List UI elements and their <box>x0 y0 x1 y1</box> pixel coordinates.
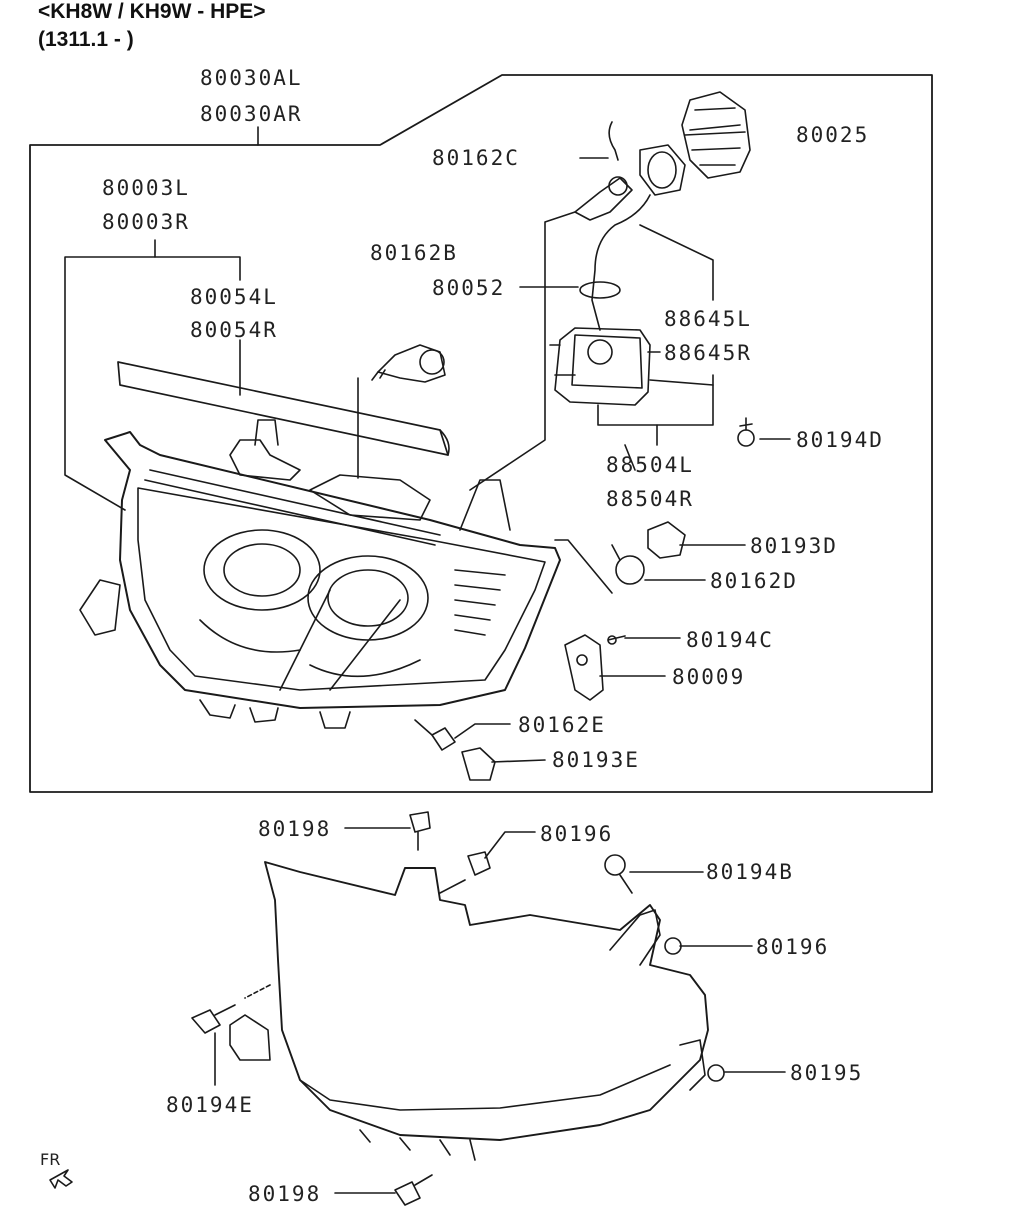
label-80194D: 80194D <box>796 428 884 452</box>
leader-80003 <box>64 239 156 511</box>
label-80162C: 80162C <box>432 146 520 170</box>
igniter-assembly <box>574 91 751 331</box>
clip-icon <box>554 521 686 594</box>
model-header: <KH8W / KH9W - HPE> <box>38 0 266 23</box>
label-80198-top: 80198 <box>258 817 332 841</box>
arrow-icon <box>49 1169 73 1189</box>
bolt-icon <box>737 417 755 447</box>
label-80054R: 80054R <box>190 318 278 342</box>
nut-icon <box>467 851 491 876</box>
leader-88645 <box>639 224 714 301</box>
bolt-icon <box>191 1004 236 1034</box>
label-80196-right: 80196 <box>756 935 830 959</box>
label-80194C: 80194C <box>686 628 774 652</box>
label-80003R: 80003R <box>102 210 190 234</box>
bolt-icon <box>394 1174 433 1206</box>
grommet <box>579 281 621 299</box>
headlamp-rear-view <box>229 861 709 1161</box>
label-80009: 80009 <box>672 665 746 689</box>
label-80052: 80052 <box>432 276 506 300</box>
label-80162E: 80162E <box>518 713 606 737</box>
ballast-unit <box>549 224 714 446</box>
label-80030AL: 80030AL <box>200 66 303 90</box>
direction-marker: FR <box>40 1150 61 1169</box>
label-80162B: 80162B <box>370 241 458 265</box>
label-80195: 80195 <box>790 1061 864 1085</box>
leader-80162C-stem <box>469 211 576 491</box>
headlamp-upper <box>79 419 561 729</box>
label-80162D: 80162D <box>710 569 798 593</box>
label-88645L: 88645L <box>664 307 752 331</box>
label-80003L: 80003L <box>102 176 190 200</box>
nut-icon <box>707 1064 725 1082</box>
label-80194B: 80194B <box>706 860 794 884</box>
label-88645R: 88645R <box>664 341 752 365</box>
label-88504R: 88504R <box>606 487 694 511</box>
assembly-frame <box>29 74 933 793</box>
label-80025: 80025 <box>796 123 870 147</box>
nut-icon <box>564 634 626 701</box>
bolt-icon <box>604 854 633 894</box>
label-80030AR: 80030AR <box>200 102 303 126</box>
label-80198-bottom: 80198 <box>248 1182 322 1206</box>
trim-strip <box>117 361 449 456</box>
label-80193E: 80193E <box>552 748 640 772</box>
label-80193D: 80193D <box>750 534 838 558</box>
label-80194E: 80194E <box>166 1093 254 1117</box>
bulb-icon <box>371 344 446 383</box>
bolt-icon <box>409 811 431 851</box>
label-80054L: 80054L <box>190 285 278 309</box>
label-80196-top: 80196 <box>540 822 614 846</box>
nut-icon <box>664 937 682 955</box>
side-marker-bulb <box>414 719 496 781</box>
label-88504L: 88504L <box>606 453 694 477</box>
date-range: (1311.1 - ) <box>38 28 134 51</box>
